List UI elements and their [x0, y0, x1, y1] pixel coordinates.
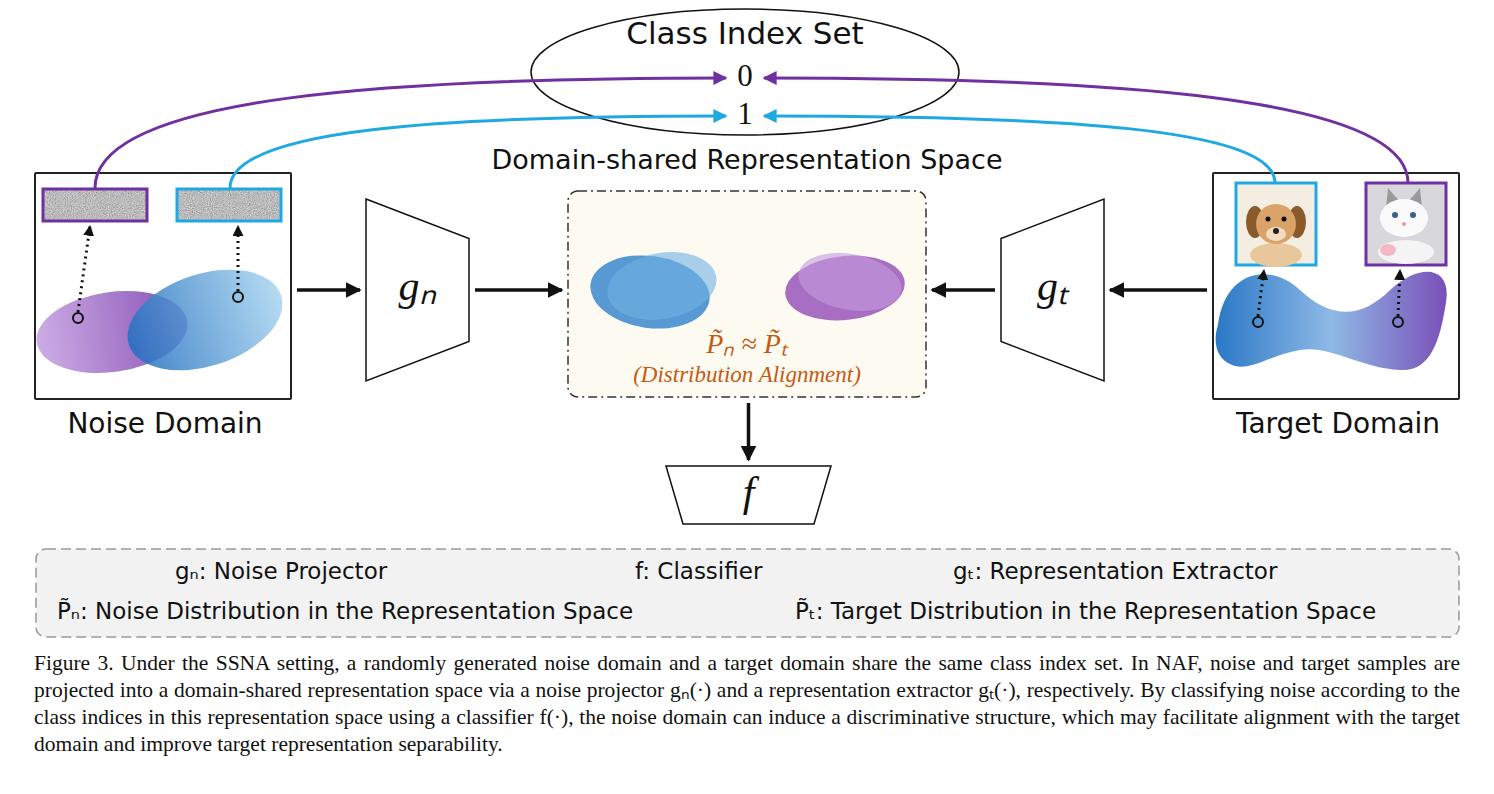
dog-ear [1246, 206, 1264, 238]
noise-class-blob [115, 252, 296, 389]
trapezoid-outline [366, 199, 469, 381]
class-index: 1 [530, 96, 960, 132]
flow-arrow [932, 288, 995, 292]
sample-pointer [1398, 270, 1400, 316]
dog-eye [1266, 217, 1271, 222]
representation-space-box: Domain-shared Representation SpaceP̃ₙ ≈ … [567, 190, 927, 398]
module-symbol: gₙ [365, 262, 470, 310]
dog-ear [1288, 206, 1306, 238]
sample-point [1253, 317, 1263, 327]
notation-entry: gₙ: Noise Projector [175, 558, 575, 584]
target-manifold [1216, 272, 1447, 370]
noise-projector: gₙ [365, 198, 470, 382]
trapezoid-outline [666, 466, 831, 524]
cat-body [1378, 240, 1434, 264]
cat-ear [1408, 188, 1422, 208]
dog-nose [1273, 228, 1279, 234]
domain-label: Noise Domain [6, 408, 324, 440]
dog-muzzle [1266, 227, 1286, 241]
figure-caption: Figure 3. Under the SSNA setting, a rand… [34, 650, 1460, 758]
representation-extractor: gₜ [1000, 198, 1105, 382]
notation-entry: f: Classifier [635, 558, 935, 584]
dashdot-outline [568, 191, 926, 397]
cat-head [1380, 199, 1428, 237]
sample-point [73, 313, 83, 323]
cat-nose [1402, 222, 1406, 226]
trapezoid-outline [1001, 199, 1104, 381]
noise-domain-box: Noise Domain [34, 172, 292, 400]
target-domain-box: Target Domain [1212, 172, 1460, 400]
flow-arrow [1110, 288, 1207, 292]
cat-image [1366, 183, 1446, 265]
dog-eye [1282, 217, 1287, 222]
noise-sample [43, 189, 147, 221]
module-symbol: f [665, 468, 832, 516]
flow-arrow [297, 288, 360, 292]
notation-entry: P̃ₙ: Noise Distribution in the Represent… [57, 598, 797, 624]
cat-paw [1380, 244, 1396, 256]
noise-sample [177, 189, 281, 221]
dashed-outline [36, 549, 1459, 637]
dog-image [1236, 183, 1316, 265]
noise-sample-border [43, 189, 147, 221]
flow-arrow [747, 403, 751, 460]
cat-eye [1410, 212, 1416, 218]
sample-pointer [78, 226, 90, 312]
classifier: f [665, 465, 832, 525]
noise-sample-border [177, 189, 281, 221]
set-title: Class Index Set [530, 16, 960, 52]
notation-box: gₙ: Noise Projector f: Classifier gₜ: Repr… [35, 548, 1460, 638]
alignment-formula: P̃ₙ ≈ P̃ₜ [567, 328, 927, 360]
cat-ear [1386, 188, 1400, 208]
dog-head [1256, 204, 1296, 244]
sample-point [1393, 317, 1403, 327]
space-title: Domain-shared Representation Space [427, 144, 1067, 175]
ellipse-outline [531, 9, 959, 135]
dog-body [1250, 243, 1302, 267]
notation-entry: P̃ₜ: Target Distribution in the Represen… [795, 598, 1455, 624]
noise-class-blob [31, 282, 193, 382]
sample-pointer [237, 226, 240, 291]
notation-entry: gₜ: Representation Extractor [953, 558, 1433, 584]
cat-eye [1392, 212, 1398, 218]
flow-arrow [475, 288, 562, 292]
class-index-ellipse: Class Index Set 01 [530, 8, 960, 136]
alignment-note: (Distribution Alignment) [567, 362, 927, 388]
sample-point [233, 292, 243, 302]
class-index: 0 [530, 58, 960, 94]
domain-label: Target Domain [1184, 408, 1492, 440]
sample-pointer [1258, 270, 1264, 316]
module-symbol: gₜ [1000, 262, 1105, 310]
